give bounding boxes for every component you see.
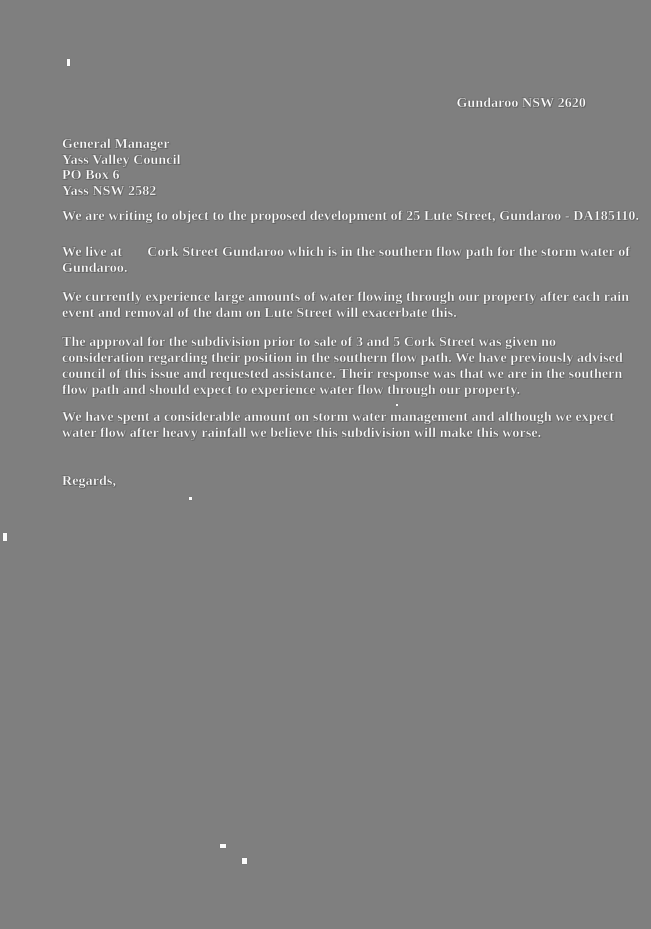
- recipient-organisation: Yass Valley Council: [62, 152, 181, 168]
- scan-noise-speck: [242, 858, 247, 864]
- recipient-city-line: Yass NSW 2582: [62, 183, 157, 199]
- scan-noise-speck: [3, 533, 7, 541]
- closing-salutation: Regards,: [62, 474, 597, 490]
- letter-line: council of this issue and requested assi…: [62, 367, 623, 383]
- paragraph-objection: We are writing to object to the proposed…: [62, 209, 640, 225]
- scan-noise-speck: [396, 404, 398, 406]
- paragraph-residence: We live at Cork Street Gundaroo which is…: [62, 245, 631, 277]
- scan-noise-speck: [220, 844, 226, 848]
- recipient-address-block: General Manager Yass Valley Council PO B…: [62, 137, 181, 199]
- letter-line: water flow after heavy rainfall we belie…: [62, 426, 542, 442]
- letter-line: consideration regarding their position i…: [62, 351, 623, 367]
- letter-line: We currently experience large amounts of…: [62, 290, 630, 306]
- letter-line: Regards,: [62, 474, 117, 490]
- letter-line: We live at Cork Street Gundaroo which is…: [62, 245, 631, 261]
- letter-line: The approval for the subdivision prior t…: [62, 335, 557, 351]
- scan-noise-speck: [67, 59, 70, 66]
- paragraph-storm-water-management: We have spent a considerable amount on s…: [62, 410, 615, 442]
- letter-line: event and removal of the dam on Lute Str…: [62, 306, 457, 322]
- recipient-po-box: PO Box 6: [62, 168, 120, 184]
- letter-line: flow path and should expect to experienc…: [62, 383, 521, 399]
- letter-line: We have spent a considerable amount on s…: [62, 410, 615, 426]
- paragraph-water-flow: We currently experience large amounts of…: [62, 290, 630, 322]
- sender-location-line: Gundaroo NSW 2620: [456, 96, 586, 112]
- paragraph-subdivision-approval: The approval for the subdivision prior t…: [62, 335, 623, 399]
- letter-line: We are writing to object to the proposed…: [62, 209, 640, 225]
- scan-noise-speck: [189, 497, 192, 500]
- recipient-name: General Manager: [62, 137, 170, 152]
- letter-line: Gundaroo.: [62, 261, 128, 277]
